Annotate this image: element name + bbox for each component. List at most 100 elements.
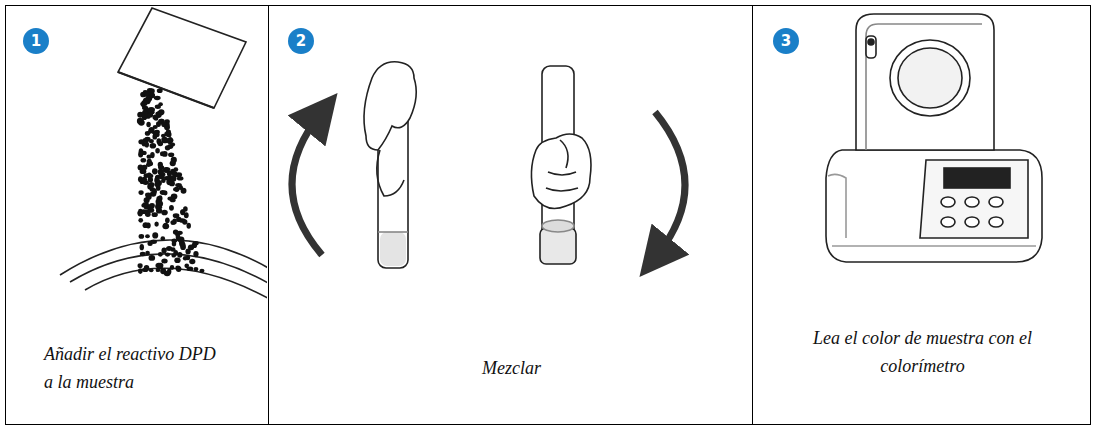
granule	[176, 266, 182, 272]
granule	[149, 268, 154, 272]
granule	[193, 251, 198, 257]
step-number: 2	[288, 28, 314, 54]
granule	[161, 210, 168, 216]
granule	[147, 172, 152, 177]
granule	[168, 152, 174, 157]
step-number: 1	[23, 28, 49, 54]
granule	[146, 194, 152, 200]
granule	[159, 169, 163, 175]
granule	[160, 190, 166, 195]
granule	[164, 176, 170, 180]
granule	[146, 122, 150, 127]
granule	[164, 167, 170, 171]
granule	[158, 109, 164, 115]
granule	[150, 143, 157, 149]
granule	[140, 158, 146, 163]
reagent-packet-figure	[60, 8, 267, 305]
step-number: 3	[773, 28, 799, 54]
granule	[173, 187, 179, 191]
granule	[186, 223, 190, 229]
granule	[178, 237, 185, 243]
granule	[154, 177, 160, 183]
granule	[162, 223, 169, 229]
granule	[142, 177, 148, 183]
granule	[157, 263, 163, 268]
granule	[138, 263, 143, 268]
granule	[166, 130, 171, 135]
granule	[137, 211, 143, 216]
granule	[184, 212, 189, 218]
granule	[145, 251, 150, 255]
step-caption: Mezclar	[362, 354, 662, 382]
granule	[144, 265, 150, 271]
granule	[165, 217, 170, 223]
granule	[156, 205, 162, 209]
granule	[159, 175, 165, 179]
granule	[174, 173, 180, 177]
granule	[170, 198, 176, 202]
granule	[145, 234, 150, 238]
granule	[158, 252, 163, 257]
granule	[173, 167, 178, 171]
granule	[145, 91, 150, 96]
granule	[140, 244, 144, 250]
granule	[193, 267, 198, 271]
granule	[172, 241, 176, 246]
colorimeter-figure	[826, 14, 1042, 262]
granule	[157, 88, 163, 93]
granule	[138, 190, 143, 195]
granule	[174, 187, 179, 192]
granule	[166, 246, 172, 251]
granule	[143, 222, 149, 228]
granule	[183, 256, 188, 261]
granule	[163, 138, 169, 143]
callout-number: 3	[781, 34, 791, 49]
granule	[154, 96, 161, 100]
granule	[152, 168, 158, 174]
granule	[154, 117, 159, 121]
granule	[183, 206, 188, 212]
granule	[146, 154, 151, 158]
granule	[147, 113, 153, 118]
granule	[176, 217, 182, 222]
granule	[152, 232, 158, 238]
granule	[149, 255, 156, 261]
granule	[158, 195, 163, 201]
granule	[152, 131, 159, 135]
granule	[156, 268, 161, 272]
granule	[147, 208, 154, 213]
granule	[140, 102, 145, 106]
granule	[150, 240, 157, 244]
step-cell: 1Añadir el reactivo DPD a la muestra	[5, 5, 269, 425]
granule	[173, 229, 179, 234]
granule	[155, 148, 160, 153]
granule	[139, 234, 145, 239]
granule	[147, 162, 153, 166]
granule	[170, 161, 176, 167]
step-cell: 2Mezclar	[268, 5, 753, 425]
granule	[189, 259, 195, 265]
granule	[138, 268, 143, 274]
callout-number: 2	[296, 34, 306, 49]
granule	[173, 250, 178, 256]
granule	[157, 141, 163, 146]
step-caption: Lea el color de muestra con el colorímet…	[780, 324, 1066, 380]
granule	[164, 124, 170, 130]
granule	[155, 105, 161, 110]
granule	[140, 252, 146, 256]
granule	[138, 218, 143, 223]
granule	[138, 151, 143, 157]
callout-number: 1	[31, 34, 41, 49]
granule	[158, 162, 163, 168]
granule	[199, 269, 204, 273]
granule	[154, 222, 158, 227]
granule	[142, 111, 148, 117]
granule	[184, 263, 189, 268]
granule	[175, 183, 182, 187]
granule	[169, 205, 174, 211]
granule	[174, 257, 180, 263]
granule	[161, 248, 166, 254]
granule	[160, 236, 165, 241]
granule	[138, 164, 144, 170]
